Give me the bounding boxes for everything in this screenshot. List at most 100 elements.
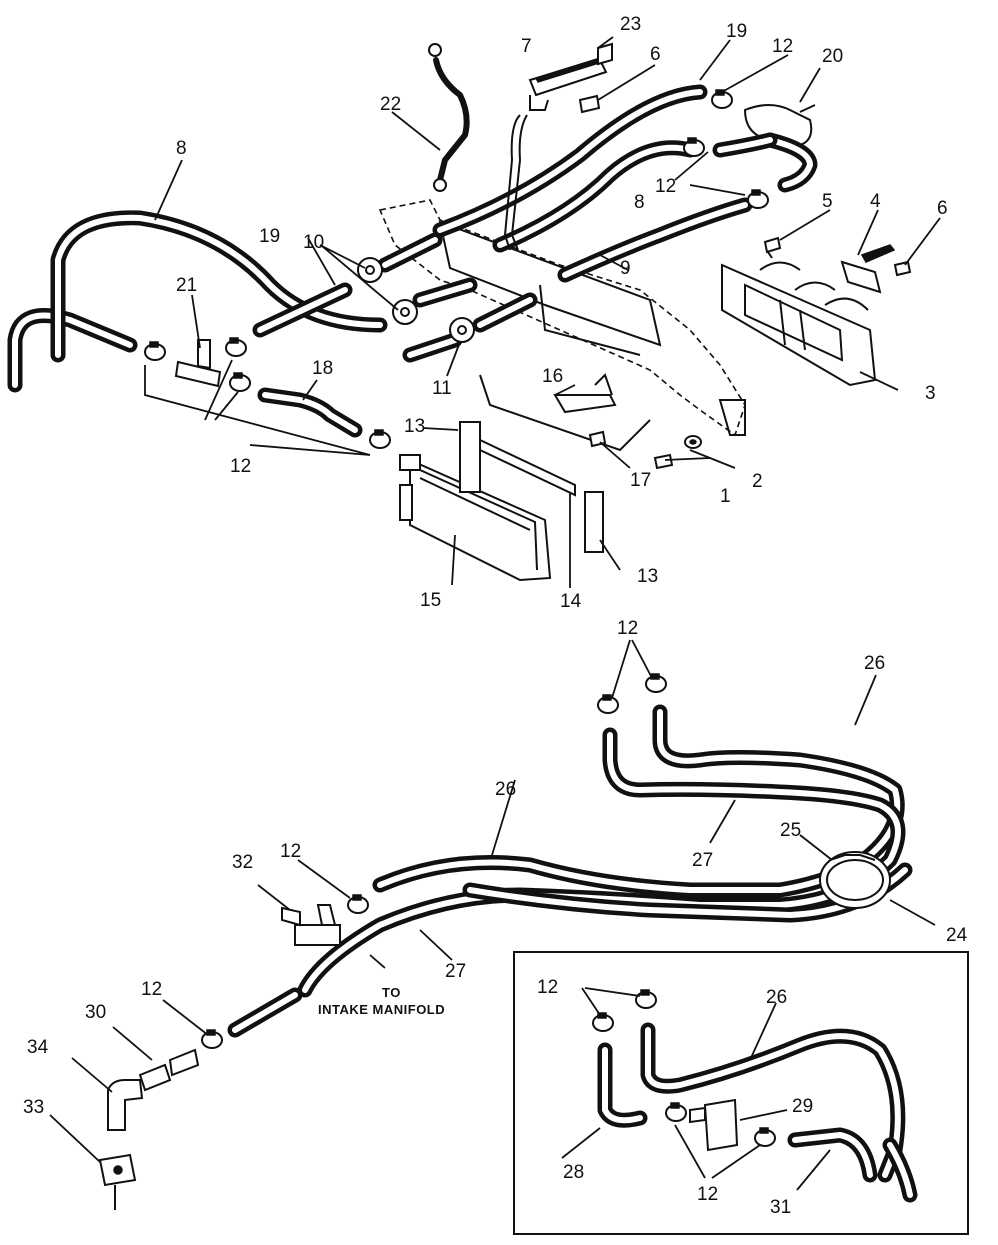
bracket-7 (503, 42, 613, 251)
bracket-16 (553, 373, 617, 414)
washer-2 (684, 435, 702, 449)
clamp-12-a (144, 341, 166, 361)
screw-6-right (893, 260, 912, 277)
callout-3: 3 (925, 383, 936, 404)
grommet-10b (392, 299, 418, 325)
ground-strap-22 (428, 43, 470, 192)
hose-9 (557, 197, 753, 283)
bracket-plate (438, 220, 662, 347)
clamp-12-inset-a (592, 1012, 614, 1032)
seal-13-right (584, 491, 604, 553)
tee-fitting-21 (174, 339, 222, 388)
clamp-12-j (347, 894, 369, 914)
callout-10: 10 (303, 232, 324, 253)
callout-4: 4 (870, 191, 881, 212)
callout-22: 22 (380, 94, 401, 115)
callout-24: 24 (946, 925, 968, 946)
callout-27-upper: 27 (692, 850, 713, 871)
callout-26-inset: 26 (766, 987, 787, 1008)
callout-12-e: 12 (280, 841, 301, 862)
callout-1: 1 (720, 486, 731, 507)
seal-14 (479, 438, 576, 497)
callout-14: 14 (560, 591, 582, 612)
grommet-24-25 (819, 851, 891, 909)
callout-17: 17 (630, 470, 651, 491)
callout-12-d: 12 (617, 618, 638, 639)
callout-5: 5 (822, 191, 833, 212)
callout-26-center: 26 (495, 779, 516, 800)
callout-28: 28 (563, 1162, 584, 1183)
callout-12-h: 12 (697, 1184, 718, 1205)
screw-6-top (578, 94, 601, 114)
clamp-12-b (225, 337, 247, 357)
short-hoses (252, 232, 538, 363)
screw-1 (653, 453, 674, 470)
callout-15: 15 (420, 590, 441, 611)
callout-6-right: 6 (937, 198, 948, 219)
clamp-12-inset-d (754, 1127, 776, 1147)
clamp-12-f (683, 137, 705, 157)
callout-12-c: 12 (655, 176, 676, 197)
callout-9: 9 (620, 258, 631, 279)
leaders-lower (49, 639, 936, 1191)
note-line2: INTAKE MANIFOLD (318, 1002, 445, 1017)
leader-12-group (144, 359, 371, 456)
adapter-33 (98, 1153, 137, 1210)
bracket-tab (718, 399, 746, 436)
callout-8-right: 8 (634, 192, 645, 213)
note-line1: TO (382, 985, 401, 1000)
callout-12-b: 12 (772, 36, 793, 57)
clamp-12-i (645, 673, 667, 693)
callout-27-lower: 27 (445, 961, 466, 982)
switch-4 (840, 244, 896, 294)
hose-26-main (372, 704, 905, 898)
callout-6-top: 6 (650, 44, 661, 65)
callout-25: 25 (780, 820, 801, 841)
bracket-rib (539, 284, 641, 356)
callout-16: 16 (542, 366, 563, 387)
seal-13-left (459, 421, 481, 493)
callout-21: 21 (176, 275, 197, 296)
lower-hose-assembly: TO INTAKE MANIFOLD (49, 639, 969, 1235)
grommet-11 (449, 317, 475, 343)
tee-fitting-32 (281, 904, 341, 946)
clamp-12-c (229, 372, 251, 392)
callout-23: 23 (620, 14, 641, 35)
callout-30: 30 (85, 1002, 106, 1023)
inset-hoses (597, 1022, 918, 1203)
callout-19-top: 19 (726, 21, 747, 42)
callout-18: 18 (312, 358, 333, 379)
callout-12-a: 12 (230, 456, 251, 477)
callout-12-g: 12 (537, 977, 558, 998)
clamp-12-inset-b (635, 989, 657, 1009)
clamp-12-d (369, 429, 391, 449)
callout-31: 31 (770, 1197, 791, 1218)
valve-29 (689, 1098, 739, 1152)
screw-5 (763, 236, 782, 259)
clamp-12-inset-c (665, 1102, 687, 1122)
hose-19-upper (432, 84, 708, 238)
grommet-10a (357, 257, 383, 283)
clamp-12-k (201, 1029, 223, 1049)
leaders-top (154, 36, 941, 588)
callout-32: 32 (232, 852, 253, 873)
hose-short-27 (227, 987, 303, 1038)
callout-7: 7 (521, 36, 532, 57)
callout-33: 33 (23, 1097, 44, 1118)
callout-13-right: 13 (637, 566, 658, 587)
heater-housing-3 (721, 261, 877, 387)
upper-heater-assembly (7, 36, 941, 588)
inset-frame (513, 951, 969, 1235)
callout-11: 11 (432, 378, 452, 399)
clamp-12-e (711, 89, 733, 109)
callout-12-f: 12 (141, 979, 162, 1000)
hose-18 (257, 387, 363, 438)
heater-core-15 (399, 454, 552, 582)
bracket-support (479, 374, 651, 452)
callout-13-left: 13 (404, 416, 425, 437)
callout-2: 2 (752, 471, 763, 492)
callout-34: 34 (27, 1037, 49, 1058)
fitting-30 (138, 1048, 200, 1092)
clamp-12-h (597, 694, 619, 714)
